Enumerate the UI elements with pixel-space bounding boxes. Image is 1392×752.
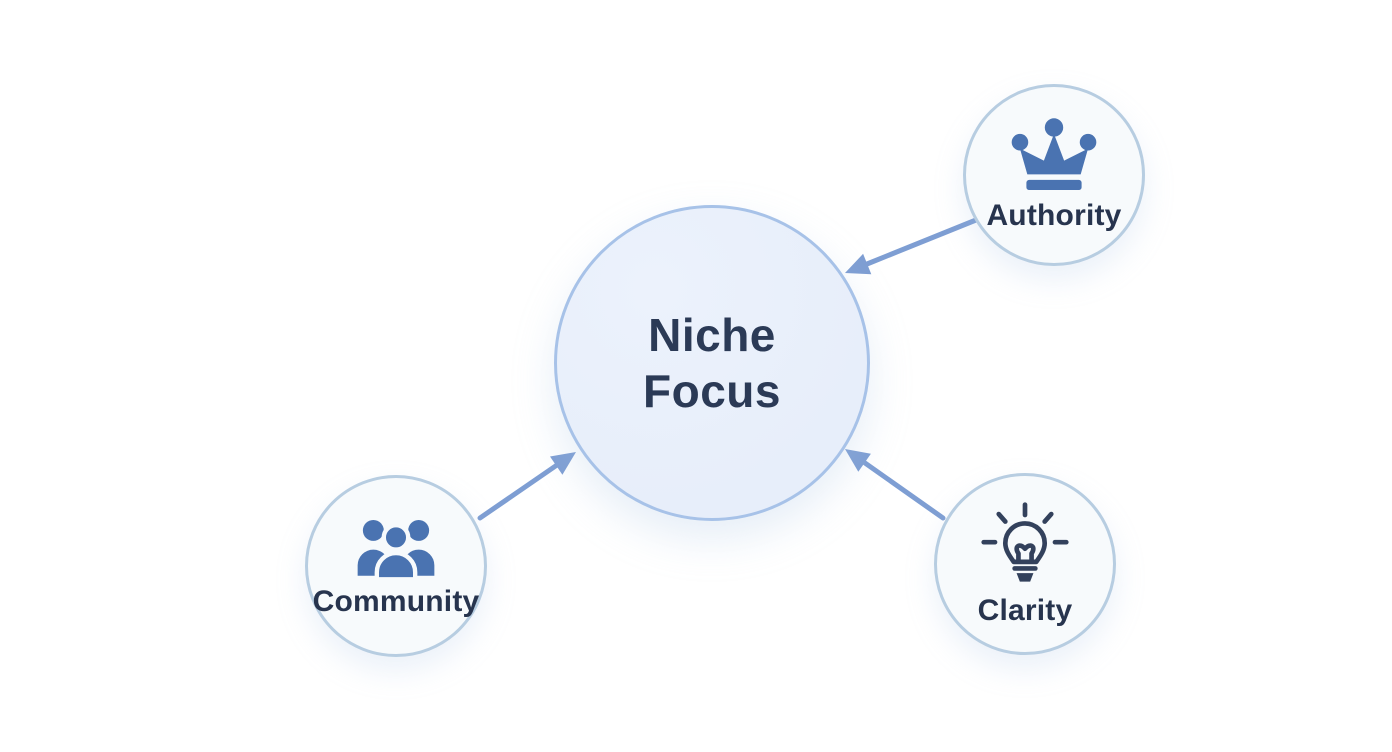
node-label-clarity: Clarity <box>977 594 1073 627</box>
node-label-authority: Authority <box>986 199 1122 232</box>
node-label-community: Community <box>312 585 480 618</box>
center-label-line1: Niche <box>648 309 776 361</box>
lightbulb-icon <box>981 502 1069 582</box>
node-niche-focus: Niche Focus <box>554 205 870 521</box>
edge-community-to-center <box>477 452 576 521</box>
center-node-label: Niche Focus <box>643 307 781 419</box>
node-community: Community <box>305 475 487 657</box>
crown-icon <box>1011 118 1097 191</box>
edge-clarity-to-center <box>845 449 946 521</box>
center-label-line2: Focus <box>643 365 781 417</box>
node-clarity: Clarity <box>934 473 1116 655</box>
users-icon <box>357 519 435 581</box>
node-authority: Authority <box>963 84 1145 266</box>
edge-authority-to-center <box>845 217 979 275</box>
